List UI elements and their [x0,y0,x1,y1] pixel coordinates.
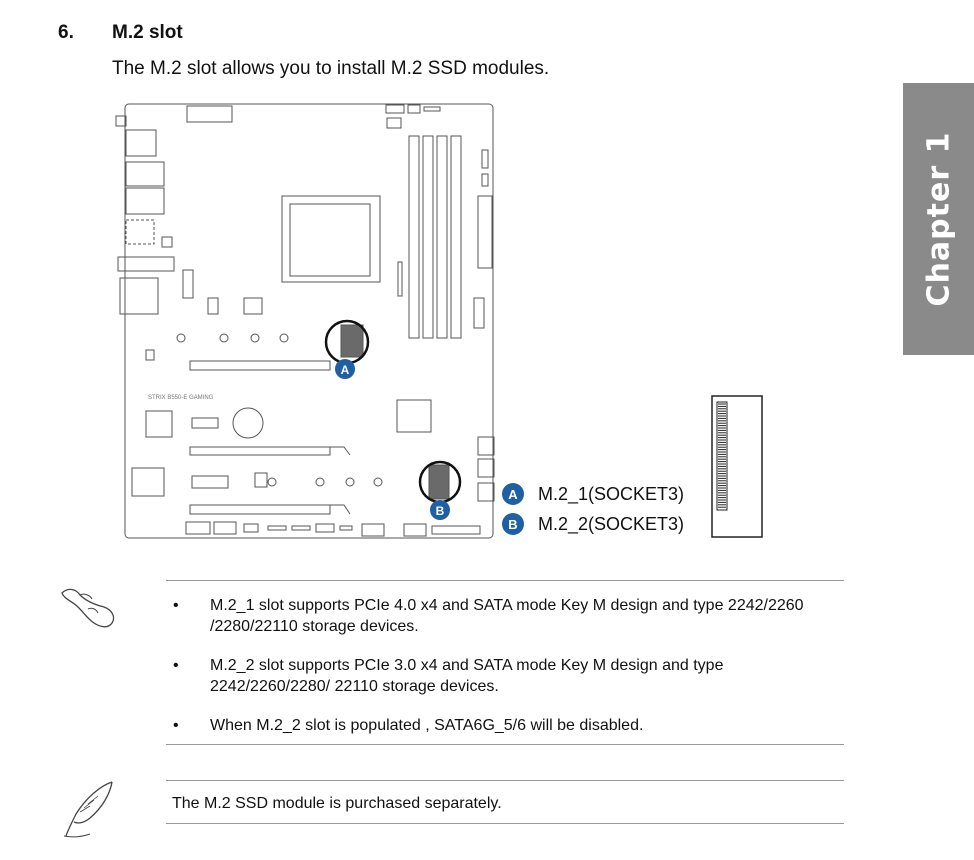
section-title: M.2 slot [112,22,183,43]
m2-connector-detail [711,395,763,538]
note-item: • M.2_2 slot supports PCIe 3.0 x4 and SAT… [166,655,846,697]
bullet: • [173,717,179,734]
board-print: STRIX B550-E GAMING [148,395,214,401]
callout-badge-b: B [502,513,524,535]
svg-text:B: B [436,504,445,518]
board-badge-a [335,359,355,379]
motherboard-diagram: A B STRIX B550-E GAMING [115,103,763,539]
board-badge-b [430,500,450,520]
tip-top-rule [166,780,844,781]
callout-label-a: M.2_1(SOCKET3) [538,483,685,504]
note-text: M.2_2 slot supports PCIe 3.0 x4 and SATA… [210,657,724,695]
callout-row-a: A M.2_1(SOCKET3) [502,482,684,506]
notes-list: • M.2_1 slot supports PCIe 4.0 x4 and SAT… [166,595,846,754]
callout-badge-a: A [502,483,524,505]
section-number: 6. [58,22,74,43]
svg-text:A: A [341,363,350,377]
board-outline [124,103,494,539]
section-intro: The M.2 slot allows you to install M.2 S… [112,58,550,79]
tip-bottom-rule [166,823,844,824]
m2-slot-a [340,324,364,358]
cpu-socket [281,195,381,283]
bullet: • [173,597,179,614]
note-text: When M.2_2 slot is populated , SATA6G_5/… [210,717,644,734]
notes-top-rule [166,580,844,581]
quill-pen-icon [63,781,113,838]
note-text: M.2_1 slot supports PCIe 4.0 x4 and SATA… [210,597,804,635]
tip-text: The M.2 SSD module is purchased separate… [172,795,502,812]
note-item: • M.2_1 slot supports PCIe 4.0 x4 and SAT… [166,595,846,637]
callout-row-b: B M.2_2(SOCKET3) [502,512,684,536]
callout-label-b: M.2_2(SOCKET3) [538,513,685,534]
notes-bottom-rule [166,744,844,745]
m2-slot-b [428,464,450,500]
note-item: • When M.2_2 slot is populated , SATA6G_5… [166,715,846,736]
pcie-slot-1 [189,360,331,371]
chapter-tab: Chapter 1 [903,83,974,355]
hand-note-icon [61,588,115,628]
bullet: • [173,657,179,674]
